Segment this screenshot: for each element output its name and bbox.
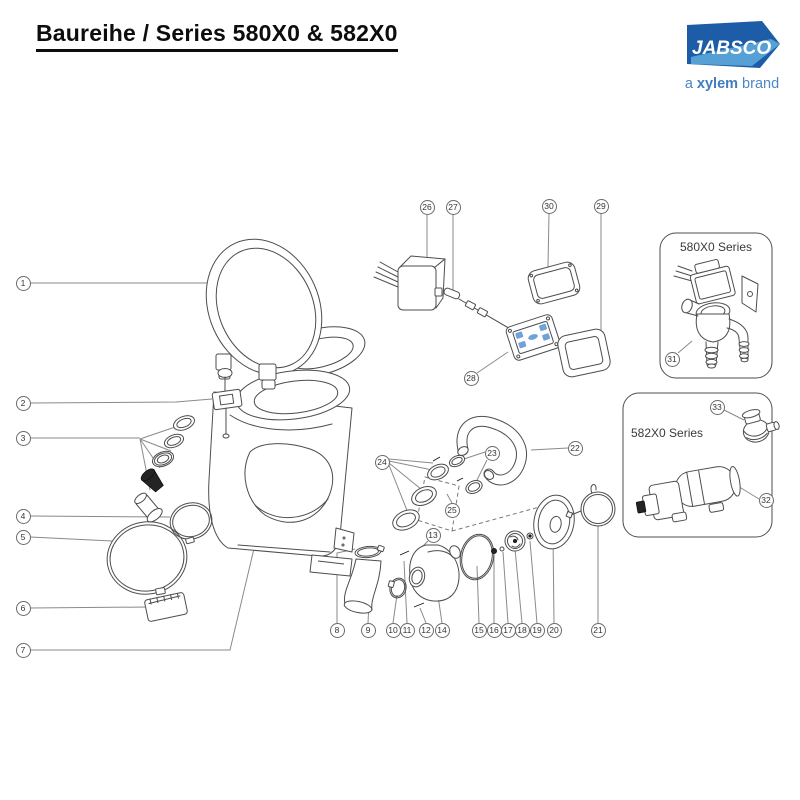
callout-3: 3 <box>15 430 31 446</box>
page-title: Baureihe / Series 580X0 & 582X0 <box>36 20 398 52</box>
callout-10: 10 <box>385 622 401 638</box>
tagline-prefix: a <box>684 76 693 92</box>
inset-582x0-label: 582X0 Series <box>631 426 703 440</box>
callout-26: 26 <box>419 199 435 215</box>
discharge-elbow <box>343 544 385 614</box>
xylem-tagline: a xylem brand <box>683 76 781 92</box>
inset-580x0: 580X0 Series <box>659 232 773 379</box>
motor <box>565 484 616 527</box>
callout-16: 16 <box>486 622 502 638</box>
jabsco-banner: JABSCO <box>686 21 780 68</box>
panel-buttons <box>515 323 551 349</box>
callout-29: 29 <box>593 198 609 214</box>
callout-6: 6 <box>15 600 31 616</box>
toilet-pedestal <box>208 391 355 577</box>
gasket-oring <box>459 533 495 581</box>
alignment-dashed-lines <box>416 476 544 532</box>
callout-23: 23 <box>484 445 500 461</box>
callout-5: 5 <box>15 529 31 545</box>
callout-2: 2 <box>15 395 31 411</box>
hose-clamp-small <box>169 502 213 545</box>
banner-swoosh <box>690 39 780 66</box>
callout-11: 11 <box>399 622 415 638</box>
callout-19: 19 <box>529 622 545 638</box>
pump-cover <box>533 494 575 550</box>
tagline-emphasis: xylem <box>696 76 739 92</box>
control-panel <box>505 314 561 361</box>
callout-7: 7 <box>15 642 31 658</box>
discharge-loop <box>456 416 527 486</box>
control-module <box>373 255 446 311</box>
callout-15: 15 <box>471 622 487 638</box>
callout-33: 33 <box>709 399 725 415</box>
callout-18: 18 <box>514 622 530 638</box>
callout-9: 9 <box>360 622 376 638</box>
callout-25: 25 <box>444 502 460 518</box>
pump-rear-parts <box>459 484 616 581</box>
brand-text: JABSCO <box>692 38 771 59</box>
macerator-housing <box>387 544 461 608</box>
callout-13: 13 <box>425 527 441 543</box>
pumpgard-strainer <box>741 409 780 443</box>
inset-582x0: 582X0 Series <box>622 392 780 538</box>
callout-12: 12 <box>418 622 434 638</box>
jabsco-logo: JABSCO a xylem brand <box>683 20 781 92</box>
callout-20: 20 <box>546 622 562 638</box>
callout-1: 1 <box>15 275 31 291</box>
toilet-drawing <box>205 238 366 577</box>
inlet-clamp <box>387 577 407 599</box>
diaphragm-pump <box>635 465 741 523</box>
callout-8: 8 <box>329 622 345 638</box>
callout-4: 4 <box>15 508 31 524</box>
callout-28: 28 <box>463 370 479 386</box>
duckbill-valve <box>140 468 164 493</box>
seat-mount-hardware <box>211 368 243 439</box>
callout-22: 22 <box>567 440 583 456</box>
callout-32: 32 <box>758 492 774 508</box>
mounting-block <box>144 592 188 622</box>
discharge-fitting <box>134 492 163 523</box>
callout-31: 31 <box>664 351 680 367</box>
tagline-suffix: brand <box>742 76 780 92</box>
hose-clamp-large <box>106 521 188 596</box>
panel-bezel-small <box>527 261 581 305</box>
impeller <box>504 530 526 552</box>
callout-24: 24 <box>374 454 390 470</box>
callout-14: 14 <box>434 622 450 638</box>
solenoid-valve <box>673 259 759 369</box>
callout-21: 21 <box>590 622 606 638</box>
port-fittings <box>392 454 483 531</box>
callout-27: 27 <box>445 199 461 215</box>
base-seal-kit <box>134 415 195 523</box>
callout-30: 30 <box>541 198 557 214</box>
wiring-harness <box>443 287 513 331</box>
callout-17: 17 <box>500 622 516 638</box>
panel-bezel-large <box>557 328 611 378</box>
inset-580x0-label: 580X0 Series <box>680 240 752 254</box>
